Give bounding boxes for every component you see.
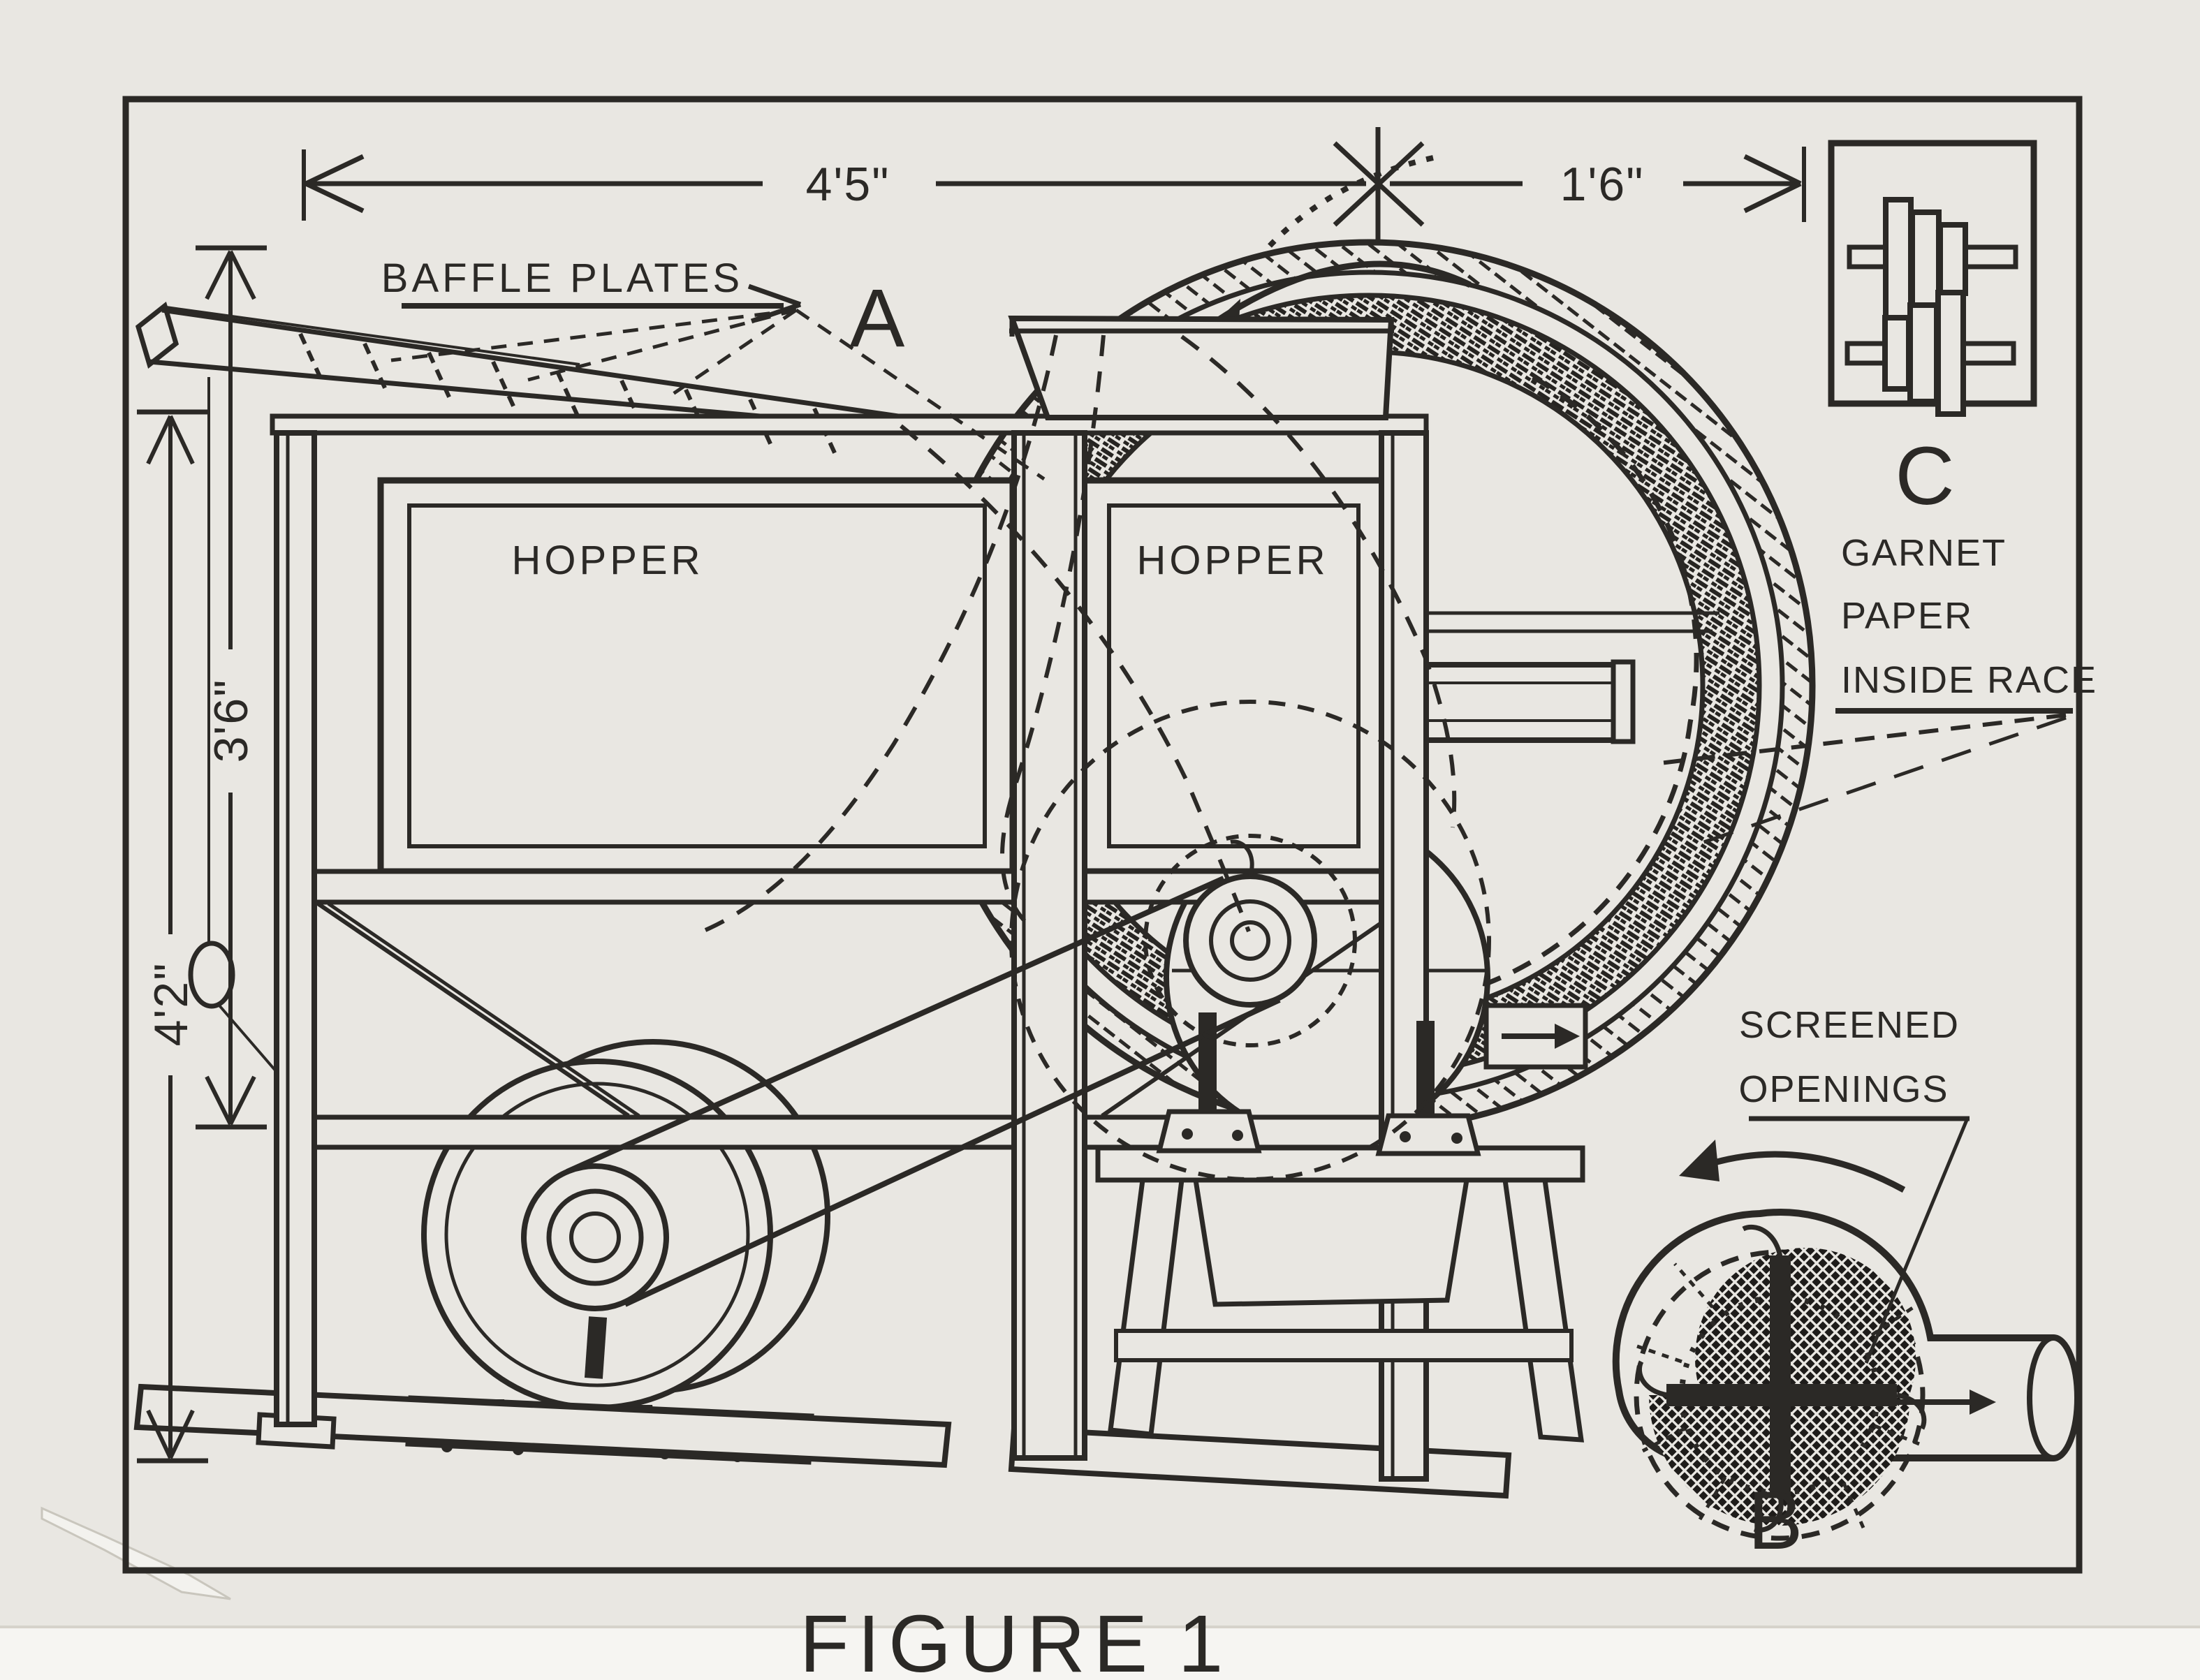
shaft-hook-mark [1230,839,1254,877]
screen-ring-dashed [1634,1249,1926,1541]
garnet-paper-label: GARNET PAPER INSIDE RACE [1653,532,2097,847]
screened-line2: OPENINGS [1738,1068,1949,1110]
right-post [1379,430,1429,1482]
pulley-detail-c [1828,140,2037,417]
garnet-line3: INSIDE RACE [1841,659,2097,701]
base-skid-left [133,1383,952,1468]
figure-caption-number: 1 [1178,1598,1232,1680]
cone-pulley-lower [1845,290,2016,417]
hopper-right-label: HOPPER [1137,538,1329,583]
screened-line1: SCREENED [1739,1004,1960,1046]
brace-left [316,901,630,1118]
view-a-letter: A [850,272,905,364]
baffle-plates-label: BAFFLE PLATES [381,256,743,301]
blower-rotation-arrow-icon [1679,1140,1906,1193]
blower-detail-b [1612,1140,2081,1541]
dim-left-inner-label: 3'6" [205,679,258,763]
view-b-letter: B [1748,1475,1803,1567]
dimension-left-outer [137,409,208,1464]
cross-horizontal-arm [1666,1384,1897,1406]
screened-openings-label: SCREENED OPENINGS [1738,1004,1970,1364]
belt-upper [566,876,1225,1174]
material-flow-curves [704,334,1457,933]
fan-wheel-dashed-circle [1009,700,1491,1181]
dimension-left-inner [196,245,267,1130]
blower-bench [1095,1145,1585,1443]
screen-flap-dashes [1636,1262,1920,1529]
view-c-letter: C [1895,430,1954,522]
dim-left-outer-label: 4'2" [145,962,198,1047]
garnet-line1: GARNET [1841,532,2007,574]
cross-vertical-arm [1770,1255,1791,1496]
dimension-top: 4'5" 1'6" [302,127,1806,243]
dim-top-right-label: 1'6" [1560,158,1645,211]
figure-caption: FIGURE 1 [800,1598,1232,1680]
feed-funnel [1008,315,1395,420]
dim-top-main-label: 4'5" [806,158,890,211]
flow-dotted-curve [1268,155,1434,248]
material-flow-arc [1486,374,1699,986]
outlet-flow-arrow-icon [1502,1024,1580,1049]
bench-cross-board [1114,1329,1574,1362]
dimension-star-tick [1333,127,1425,243]
motor-key-mark [584,1316,608,1379]
paper-tear-mark [41,1506,231,1600]
outlet-mouth [2027,1335,2080,1461]
figure-caption-word: FIGURE [800,1598,1156,1680]
belt-drive [566,700,1491,1307]
dimension-arrow-icon [305,154,365,214]
motor-shaft [569,1211,621,1263]
garnet-line2: PAPER [1841,595,1973,637]
motor-pulley-mid [546,1188,644,1286]
outlet-flow-arrow-b-icon [1886,1390,1996,1415]
hopper-left-label: HOPPER [512,538,704,583]
baffle-plates-leader [390,283,1046,481]
machine-frame [133,302,1585,1499]
drawing-border [122,96,2083,1574]
belt-lower [624,997,1281,1307]
paper-bottom-edge [0,1627,2200,1680]
dimension-arrow-icon [1743,154,1802,214]
bench-block [1192,1177,1470,1307]
fan-hub-dashed-circle [1143,834,1357,1047]
left-post [274,430,317,1427]
